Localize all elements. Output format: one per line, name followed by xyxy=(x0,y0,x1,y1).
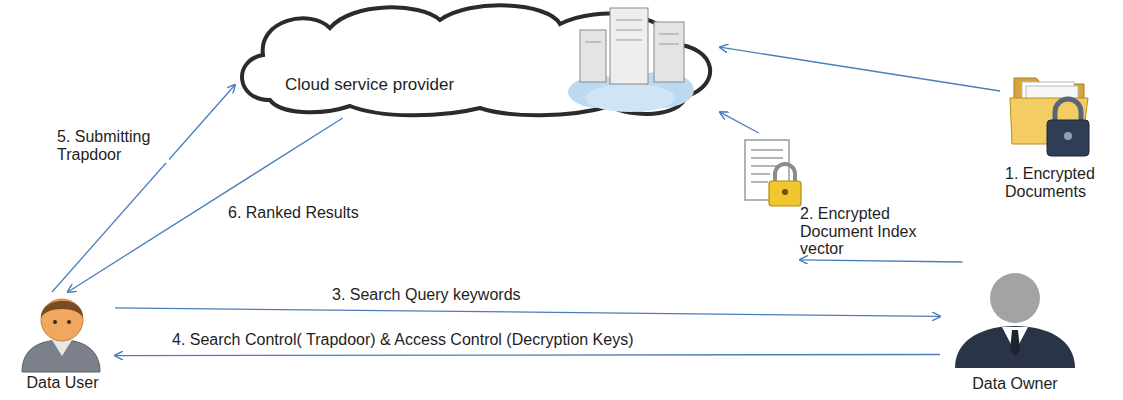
node-label: Cloud service provider xyxy=(285,76,545,95)
user-figure xyxy=(22,299,100,372)
node-label: 1. Encrypted Documents xyxy=(1005,165,1115,200)
folder-node: 1. Encrypted Documents xyxy=(1000,60,1118,215)
flow-arrow xyxy=(52,85,235,292)
step-label: 4. Search Control( Trapdoor) & Access Co… xyxy=(170,331,636,349)
step-label: 3. Search Query keywords xyxy=(330,286,523,304)
owner-node: Data Owner xyxy=(940,262,1090,398)
step-label: 5. Submitting Trapdoor xyxy=(55,128,169,163)
folder-icon xyxy=(1010,78,1089,156)
step-label: 6. Ranked Results xyxy=(226,204,361,222)
node-label: Data User xyxy=(10,374,115,392)
cloud-shape xyxy=(230,0,720,118)
index-node: 2. Encrypted Document Index vector xyxy=(738,133,945,260)
flow-arrow xyxy=(800,260,962,262)
flow-arrow xyxy=(68,118,343,292)
flow-arrow xyxy=(115,308,940,317)
flow-arrow xyxy=(720,112,759,133)
cloud-node: Cloud service provider xyxy=(230,0,720,118)
document-icon xyxy=(745,140,801,206)
owner-figure xyxy=(955,273,1075,368)
node-label: 2. Encrypted Document Index vector xyxy=(800,205,940,258)
flow-arrow xyxy=(115,355,940,356)
flow-arrow xyxy=(720,47,1000,91)
user-node: Data User xyxy=(10,292,115,398)
node-label: Data Owner xyxy=(940,375,1090,393)
